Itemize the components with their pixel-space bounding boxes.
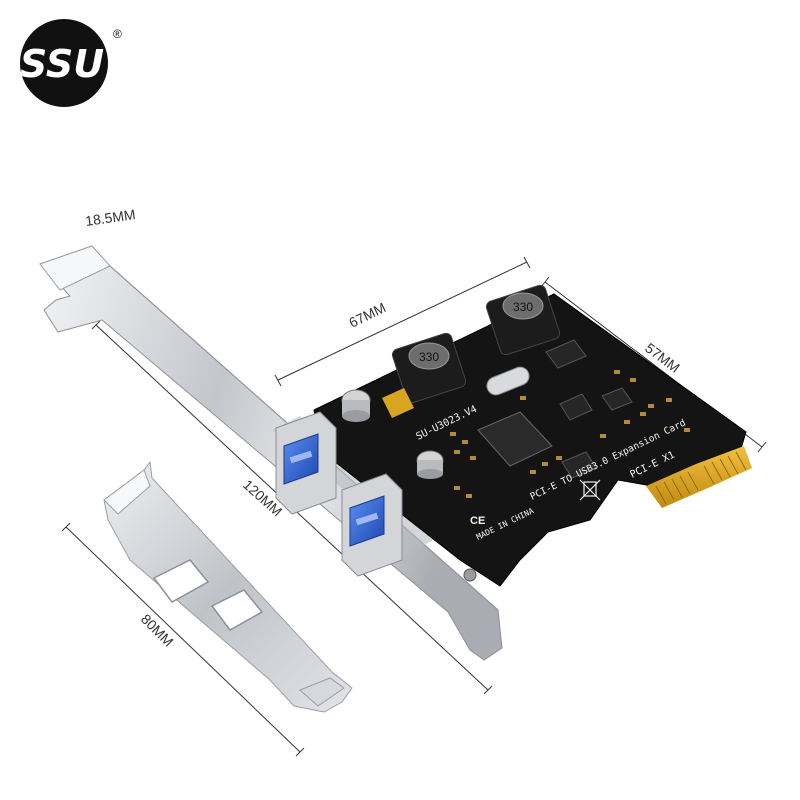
dim-label-card-width: 67MM [346, 299, 388, 330]
inductor-1: 330 [391, 332, 467, 404]
cutout-bottom [210, 589, 264, 631]
inductor-2: 330 [485, 284, 561, 356]
inductor-2-label: 330 [513, 300, 533, 314]
usb-port-2 [341, 473, 403, 577]
jumper-block [382, 388, 414, 418]
usb-controller-chip [477, 411, 553, 467]
registered-mark: ® [113, 27, 122, 41]
low-profile-bracket [103, 460, 353, 713]
logo-text: SSU [20, 42, 104, 86]
small-chip-2 [601, 387, 633, 411]
cutout-top [152, 559, 210, 603]
inductor-1-label: 330 [419, 350, 439, 364]
smd-components [450, 370, 690, 498]
usb-port-1 [275, 411, 337, 515]
logo-circle [20, 19, 108, 107]
dim-line-80mm [65, 526, 301, 753]
capacitor-2 [416, 450, 444, 479]
pcb-board: 330 330 [313, 284, 752, 587]
brand-logo: SSU ® [20, 19, 122, 107]
ce-mark: CE [470, 515, 485, 527]
pci-e-gold-fingers [646, 446, 752, 508]
small-chip-3 [545, 339, 587, 369]
capacitor-1 [341, 389, 371, 422]
dim-line-67mm [277, 261, 528, 381]
dim-label-low-profile: 80MM [138, 611, 177, 650]
dim-label-bracket-height: 18.5MM [84, 206, 136, 229]
mounting-screw [463, 568, 477, 582]
small-chip-1 [559, 393, 593, 421]
crystal-oscillator [486, 366, 530, 396]
weee-mark-icon [579, 479, 601, 501]
small-chip-4 [561, 451, 597, 479]
